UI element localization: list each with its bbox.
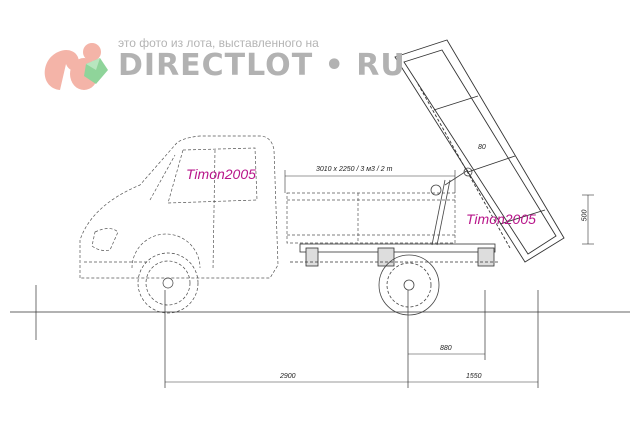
watermark-brand: DIRECTLOT • RU (118, 48, 406, 83)
cargo-body (286, 192, 456, 244)
dim-rear-section: 880 (440, 345, 452, 352)
truck-cab (79, 135, 279, 279)
dim-rear-overhang: 1550 (466, 373, 482, 380)
dim-pivot-mark: 80 (478, 144, 486, 151)
rear-wheel (378, 254, 440, 316)
dimension-lines (165, 170, 594, 383)
front-wheel (137, 252, 199, 314)
hydraulic-cylinder (430, 167, 473, 246)
squirrel-logo-icon (44, 43, 108, 90)
dim-body-spec: 3010 x 2250 / 3 м3 / 2 т (316, 166, 393, 173)
dim-wheelbase: 2900 (280, 373, 296, 380)
chassis-frame (290, 243, 500, 267)
signature-cab: Timon2005 (186, 166, 256, 182)
watermark-caption: это фото из лота, выставленного на (118, 36, 319, 50)
signature-body: Timon2005 (466, 211, 536, 227)
raised-tipper-body (394, 39, 565, 263)
dim-side-height: 500 (581, 209, 589, 222)
ground-line (10, 285, 630, 388)
